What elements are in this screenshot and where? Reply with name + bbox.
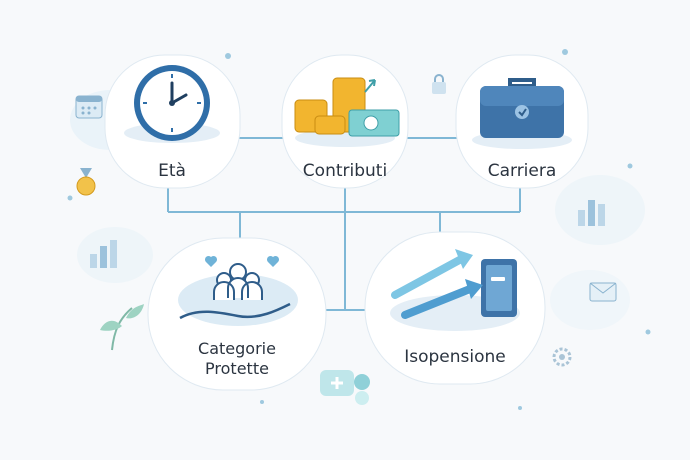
leaf-icon [100, 304, 144, 351]
gear-icon [552, 347, 572, 367]
sparkle-dots [67, 49, 651, 410]
label-protette: Protette [205, 359, 269, 378]
label-eta: Età [158, 161, 186, 181]
label-categorie: Categorie [198, 339, 276, 358]
label-carriera: Carriera [488, 161, 557, 181]
coins-icon [294, 77, 400, 147]
node-contributi: Contributi [281, 54, 409, 189]
calendar-icon [75, 95, 103, 119]
label-isopensione: Isopensione [404, 347, 506, 367]
clock-icon [124, 65, 220, 143]
briefcase-icon [472, 78, 572, 149]
node-categorie-protette: Categorie Protette [147, 237, 327, 391]
node-carriera: Carriera [455, 54, 589, 189]
arrow-door-icon [390, 249, 520, 331]
lock-icon [432, 74, 446, 94]
care-hand-icon [178, 255, 298, 326]
node-eta: Età [104, 54, 241, 189]
label-contributi: Contributi [303, 161, 387, 181]
bar-chart-icon-left [90, 240, 117, 268]
node-isopensione: Isopensione [364, 231, 546, 385]
medal-icon [76, 168, 96, 196]
mail-icon [589, 282, 617, 302]
plus-card-icon [320, 370, 370, 405]
bar-chart-icon-right [578, 200, 605, 226]
